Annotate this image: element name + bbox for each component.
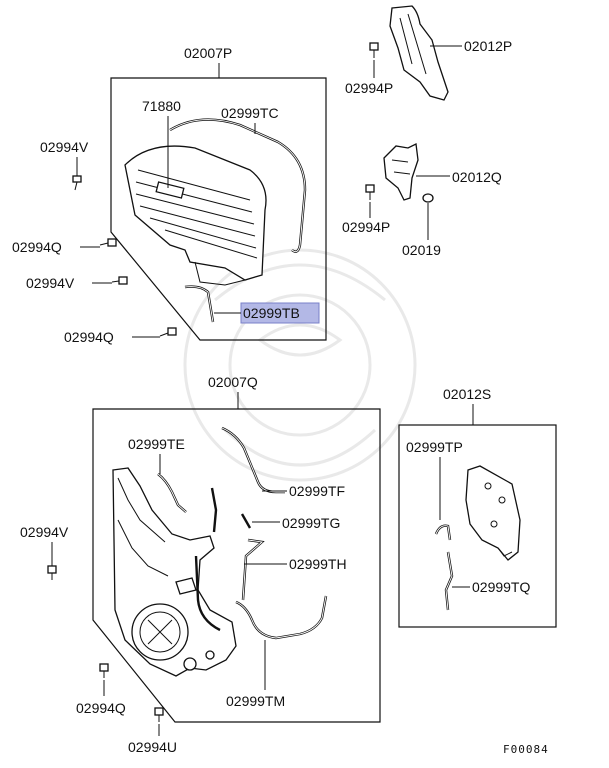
- callout-02999TP: 02999TP: [406, 439, 463, 455]
- callout-71880: 71880: [142, 98, 181, 114]
- bolt-02994V-lower: [47, 565, 57, 580]
- gasket-02999TG: [240, 513, 252, 529]
- callout-02999TQ: 02999TQ: [472, 579, 530, 595]
- callout-02012P: 02012P: [464, 38, 512, 54]
- callout-02994V-upper: 02994V: [40, 139, 89, 155]
- bolt-02994Q-middle: [159, 327, 177, 337]
- bolt-02994Q-upper: [99, 238, 117, 247]
- bolt-02994P-top: [369, 42, 379, 58]
- callout-02994V-lower: 02994V: [20, 524, 69, 540]
- callout-02999TC: 02999TC: [221, 105, 279, 121]
- callout-02999TB[interactable]: 02999TB: [243, 305, 300, 321]
- callout-02999TE: 02999TE: [128, 436, 185, 452]
- gasket-02999TF-lower: [210, 487, 218, 533]
- callout-02999TG: 02999TG: [282, 515, 340, 531]
- rear-plate-frame: [398, 424, 557, 628]
- callout-02019: 02019: [402, 242, 441, 258]
- bolt-02994Q-lower: [99, 663, 109, 678]
- upper-cover-frame: [110, 77, 327, 341]
- bolt-02994V-middle: [111, 276, 128, 285]
- callout-02994Q-lower: 02994Q: [76, 700, 126, 716]
- bolt-02994U: [154, 707, 164, 722]
- callout-02999TF: 02999TF: [289, 483, 345, 499]
- upper-timing-belt-cover: [124, 145, 267, 286]
- callout-02999TH: 02999TH: [289, 556, 347, 572]
- callout-02994P-top: 02994P: [345, 80, 393, 96]
- gasket-02999TH: [241, 538, 265, 601]
- rear-plate-02012S: [465, 465, 521, 561]
- lower-cover-frame: [92, 408, 381, 723]
- bolt-02994V-upper: [72, 175, 82, 191]
- gasket-02999TM: [235, 595, 328, 640]
- washer-02019: [422, 193, 434, 203]
- bracket-02012Q: [383, 143, 419, 201]
- callout-02999TM: 02999TM: [226, 693, 285, 709]
- label-lower-cover-group: 02007Q: [208, 374, 258, 390]
- label-rear-plate-group: 02012S: [443, 386, 491, 402]
- callout-02012Q: 02012Q: [452, 169, 502, 185]
- gasket-lower-inner: [194, 555, 221, 632]
- callout-02994V-middle: 02994V: [26, 275, 75, 291]
- callout-02994Q-upper: 02994Q: [12, 239, 62, 255]
- callout-02994U: 02994U: [128, 739, 177, 755]
- gasket-02999TB: [184, 285, 215, 323]
- watermark-emblem: [183, 248, 417, 482]
- bracket-02012P: [389, 5, 449, 101]
- bolt-02994P-bottom: [365, 184, 375, 200]
- figure-code: F00084: [503, 743, 549, 756]
- label-upper-cover-group: 02007P: [184, 45, 232, 61]
- callout-02994Q-middle: 02994Q: [64, 329, 114, 345]
- lower-timing-belt-cover: [112, 467, 237, 677]
- callout-02994P-bottom: 02994P: [342, 219, 390, 235]
